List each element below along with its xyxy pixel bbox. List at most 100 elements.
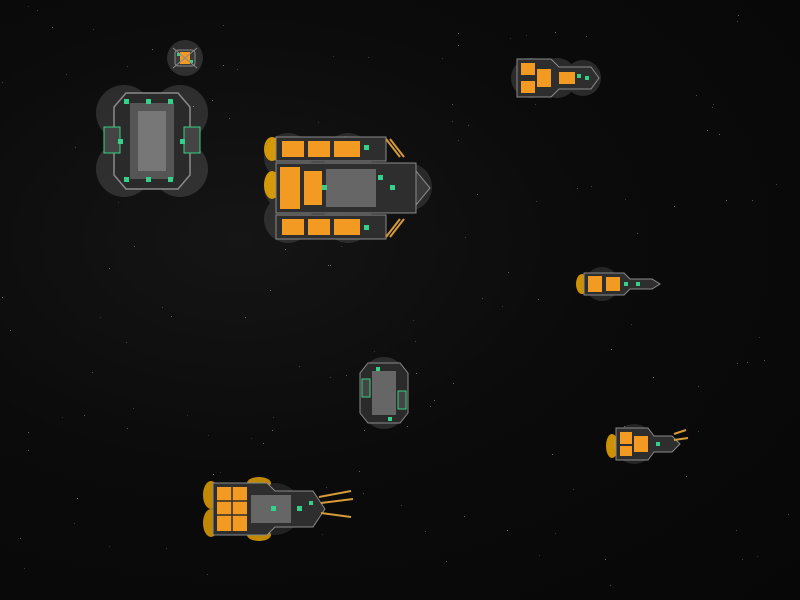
star — [407, 426, 408, 427]
star — [738, 15, 739, 16]
star — [10, 330, 11, 331]
star — [74, 523, 75, 524]
star — [341, 246, 342, 247]
star — [162, 307, 163, 308]
star — [273, 417, 274, 418]
star — [401, 505, 402, 506]
star — [171, 316, 172, 317]
star — [368, 57, 369, 58]
star — [62, 417, 63, 418]
star — [207, 574, 208, 575]
star — [374, 351, 375, 352]
star — [442, 58, 443, 59]
star — [726, 200, 727, 201]
star — [742, 559, 743, 560]
star — [452, 121, 453, 122]
star — [416, 373, 417, 374]
star — [712, 107, 713, 108]
star — [237, 69, 238, 70]
star — [464, 516, 465, 517]
star — [166, 548, 167, 549]
star — [2, 297, 3, 298]
star — [605, 559, 606, 560]
star — [28, 432, 29, 433]
star — [299, 366, 300, 367]
ship-grey-station-small[interactable] — [354, 355, 414, 431]
star — [757, 556, 758, 557]
ship-grey-station-large[interactable] — [94, 83, 210, 199]
star — [109, 268, 110, 269]
star — [223, 25, 224, 26]
star — [229, 118, 230, 119]
star — [538, 299, 539, 300]
star — [737, 363, 738, 364]
ship-orange-corvette-mid-right[interactable] — [574, 265, 666, 303]
star — [364, 430, 365, 431]
star — [272, 430, 273, 431]
star — [577, 188, 578, 189]
star — [458, 33, 459, 34]
star — [713, 104, 714, 105]
star — [446, 561, 447, 562]
star — [535, 104, 536, 105]
star — [413, 320, 414, 321]
ship-orange-frigate-top-right[interactable] — [511, 55, 603, 101]
star — [270, 290, 271, 291]
star — [359, 471, 360, 472]
star — [193, 106, 194, 107]
star — [625, 199, 626, 200]
star — [610, 585, 611, 586]
ship-orange-cruiser-bottom[interactable] — [201, 475, 361, 543]
star — [573, 489, 574, 490]
ship-orange-capital[interactable] — [258, 127, 436, 247]
star — [453, 383, 454, 384]
ship-small-drone[interactable] — [163, 38, 207, 78]
star — [611, 349, 612, 350]
star — [346, 375, 347, 376]
star — [328, 265, 329, 266]
star — [208, 435, 209, 436]
star — [118, 202, 119, 203]
star — [719, 134, 720, 135]
star — [20, 538, 21, 539]
star — [127, 66, 128, 67]
star — [52, 27, 53, 28]
star — [637, 233, 638, 234]
star — [322, 534, 323, 535]
star — [28, 450, 29, 451]
star — [187, 415, 188, 416]
star — [458, 45, 459, 46]
star — [93, 29, 94, 30]
star — [133, 408, 134, 409]
ship-orange-corvette-lower-right[interactable] — [604, 418, 692, 466]
star — [507, 530, 508, 531]
star — [212, 100, 213, 101]
star — [737, 21, 738, 22]
star — [263, 443, 264, 444]
star — [698, 431, 699, 432]
star — [477, 194, 478, 195]
star — [776, 184, 777, 185]
star — [285, 249, 286, 250]
star — [736, 530, 737, 531]
star — [526, 35, 527, 36]
star — [24, 568, 25, 569]
star — [465, 237, 466, 238]
star — [707, 130, 708, 131]
star — [37, 10, 38, 11]
star — [696, 95, 697, 96]
star — [213, 474, 214, 475]
star — [759, 337, 760, 338]
star — [552, 454, 553, 455]
star — [134, 246, 135, 247]
star — [92, 372, 93, 373]
star — [752, 200, 753, 201]
star — [330, 265, 331, 266]
star — [508, 272, 509, 273]
star — [223, 65, 224, 66]
star — [28, 6, 29, 7]
star — [100, 317, 101, 318]
star — [77, 498, 78, 499]
star — [126, 342, 127, 343]
star — [555, 533, 556, 534]
